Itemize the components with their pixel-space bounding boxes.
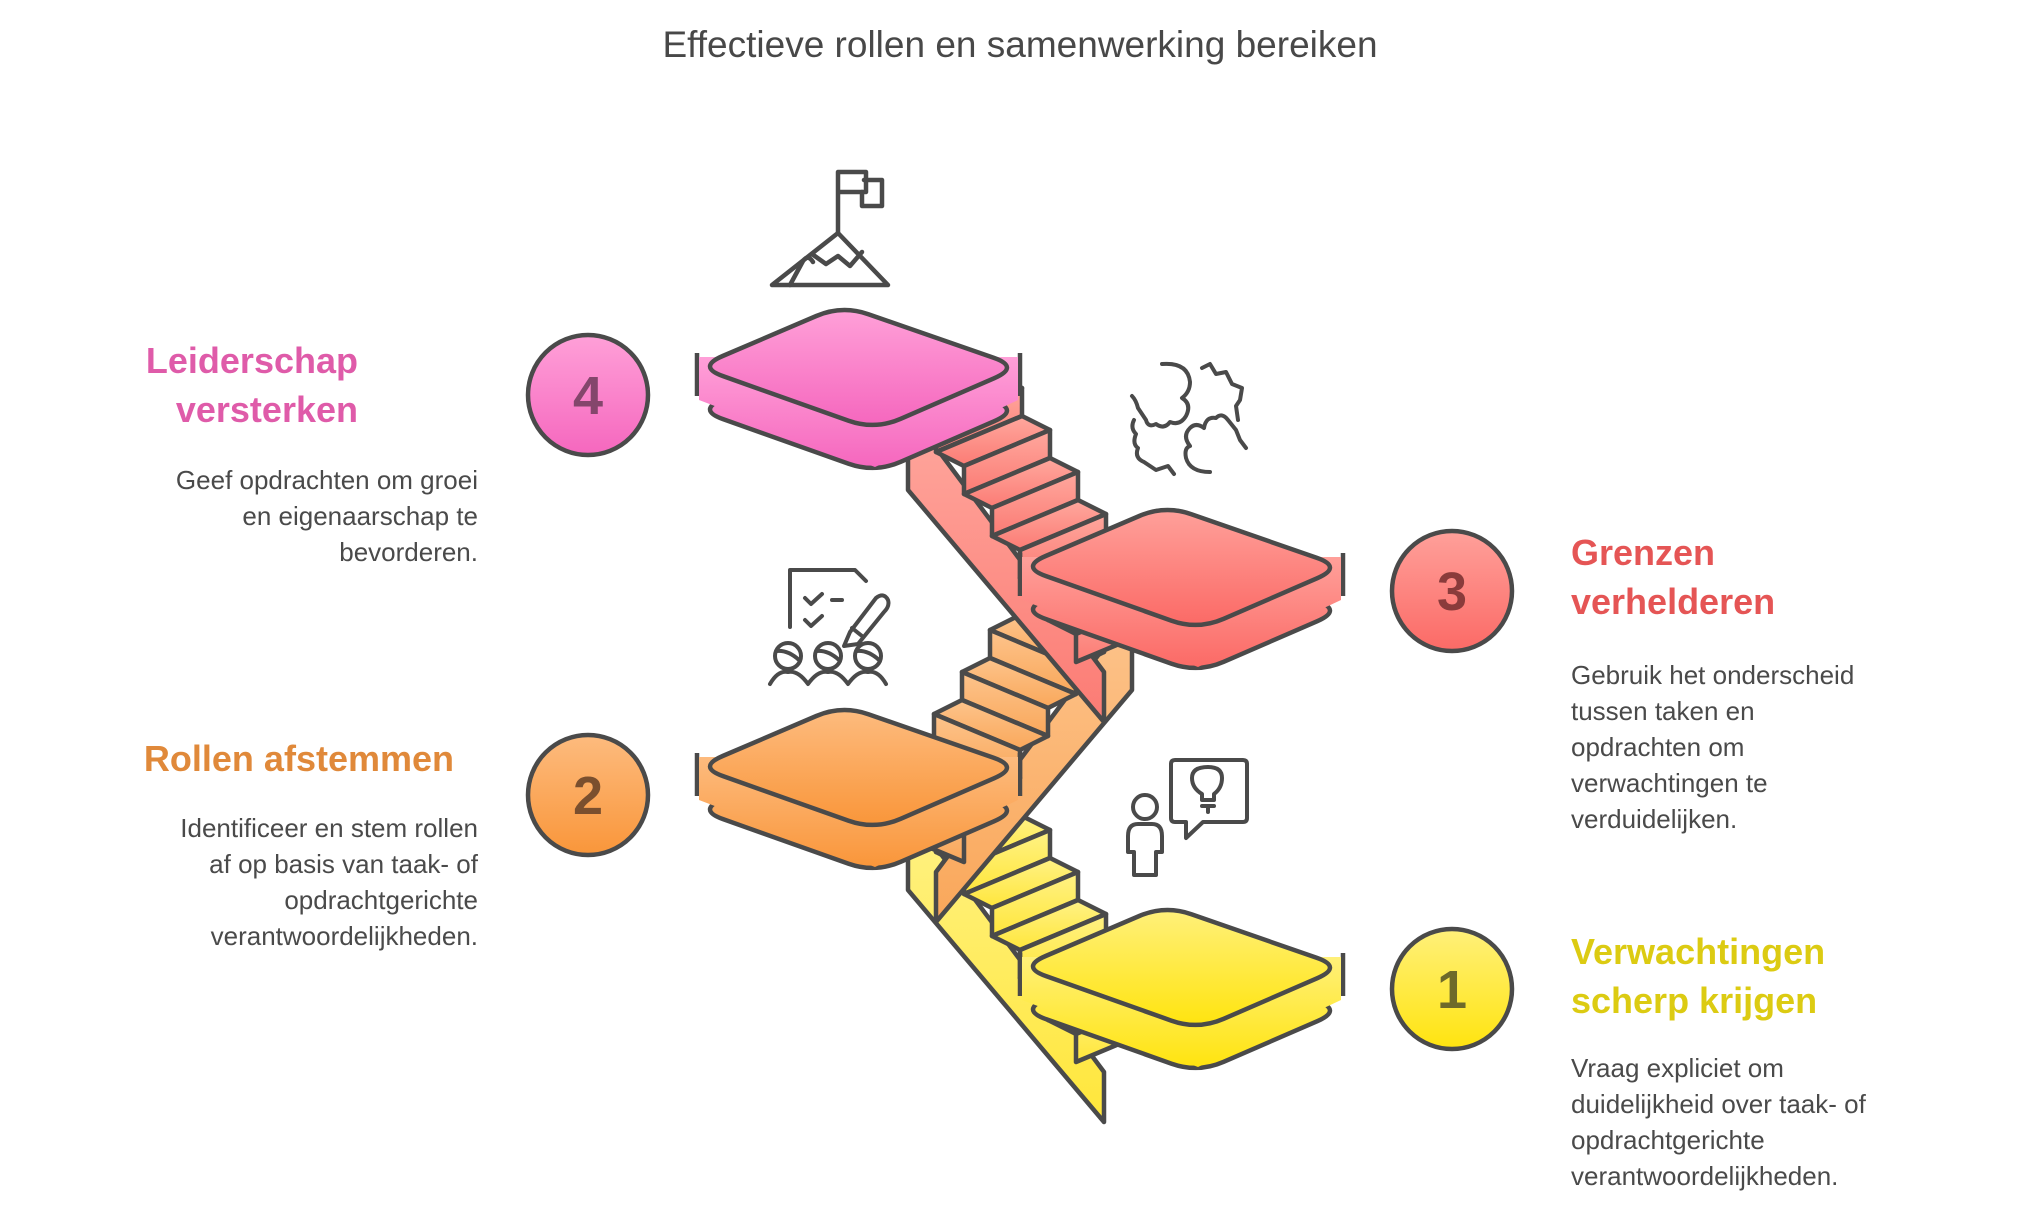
page-title: Effectieve rollen en samenwerking bereik… xyxy=(662,24,1378,65)
platform-top xyxy=(1030,507,1333,628)
step-1-heading: Verwachtingen scherp krijgen xyxy=(1571,927,1825,1025)
badge-circle xyxy=(1389,528,1515,654)
step-3-description: Gebruik het onderscheid tussen taken en … xyxy=(1571,657,1854,837)
step-4-heading: Leiderschap versterken xyxy=(146,336,358,434)
platform-edge xyxy=(1017,553,1346,596)
platform-top xyxy=(707,307,1010,428)
step-1-description-line: verantwoordelijkheden. xyxy=(1571,1161,1839,1191)
platform-step-1 xyxy=(1017,907,1346,1071)
step-3-heading: Grenzen verhelderen xyxy=(1571,528,1775,626)
badge-number: 4 xyxy=(573,366,603,426)
step-2-heading: Rollen afstemmen xyxy=(144,734,454,783)
step-2-description: Identificeer en stem rollen af op basis … xyxy=(180,810,478,954)
platform-edge xyxy=(694,753,1023,796)
step-2-description-line: af op basis van taak- of xyxy=(209,849,478,879)
step-1-description-line: Vraag expliciet om xyxy=(1571,1053,1784,1083)
mountain-flag-icon xyxy=(769,169,891,288)
badge-circle xyxy=(1389,926,1515,1052)
platform-edge xyxy=(1017,953,1346,996)
badge-circle xyxy=(525,332,651,458)
step-3-number-badge: 3 xyxy=(1389,528,1515,654)
platform-top xyxy=(1030,907,1333,1028)
badge-number: 3 xyxy=(1437,562,1467,622)
step-1-description-line: duidelijkheid over taak- of xyxy=(1571,1089,1866,1119)
step-3-description-line: opdrachten om xyxy=(1571,732,1745,762)
team-checklist-icon xyxy=(768,568,891,686)
step-2-description-line: opdrachtgerichte xyxy=(284,885,478,915)
step-4-description-line: Geef opdrachten om groei xyxy=(175,465,478,495)
step-4-number-badge: 4 xyxy=(525,332,651,458)
step-2-description-line: Identificeer en stem rollen xyxy=(180,813,478,843)
step-4-heading-line-2: versterken xyxy=(175,389,358,430)
handshake-fist-bump-icon xyxy=(1130,361,1248,476)
step-3-description-line: verwachtingen te xyxy=(1571,768,1768,798)
badge-number: 2 xyxy=(573,766,603,826)
step-1-number-badge: 1 xyxy=(1389,926,1515,1052)
step-3-description-line: tussen taken en xyxy=(1571,696,1755,726)
person-lightbulb-idea-icon xyxy=(1126,758,1249,877)
step-2-number-badge: 2 xyxy=(525,732,651,858)
platform-step-4 xyxy=(694,307,1023,471)
step-3-heading-line-1: Grenzen xyxy=(1571,532,1716,573)
badge-number: 1 xyxy=(1437,960,1467,1020)
step-1-heading-line-2: scherp krijgen xyxy=(1571,980,1818,1021)
platform-top xyxy=(707,707,1010,828)
platform-step-2 xyxy=(694,707,1023,871)
platform-edge xyxy=(694,353,1023,396)
step-4-description-line: en eigenaarschap te xyxy=(242,501,478,531)
step-3-description-line: verduidelijken. xyxy=(1571,804,1738,834)
step-3-description-line: Gebruik het onderscheid xyxy=(1571,660,1855,690)
step-4-description-line: bevorderen. xyxy=(339,537,478,567)
step-3-heading-line-2: verhelderen xyxy=(1571,581,1776,622)
step-1-heading-line-1: Verwachtingen xyxy=(1571,931,1826,972)
step-2-heading-line-1: Rollen afstemmen xyxy=(143,738,454,779)
step-1-description: Vraag expliciet om duidelijkheid over ta… xyxy=(1571,1050,1866,1194)
step-2-description-line: verantwoordelijkheden. xyxy=(210,921,478,951)
step-1-description-line: opdrachtgerichte xyxy=(1571,1125,1765,1155)
badge-circle xyxy=(525,732,651,858)
platform-step-3 xyxy=(1017,507,1346,671)
step-4-heading-line-1: Leiderschap xyxy=(145,340,358,381)
step-4-description: Geef opdrachten om groei en eigenaarscha… xyxy=(176,462,478,570)
